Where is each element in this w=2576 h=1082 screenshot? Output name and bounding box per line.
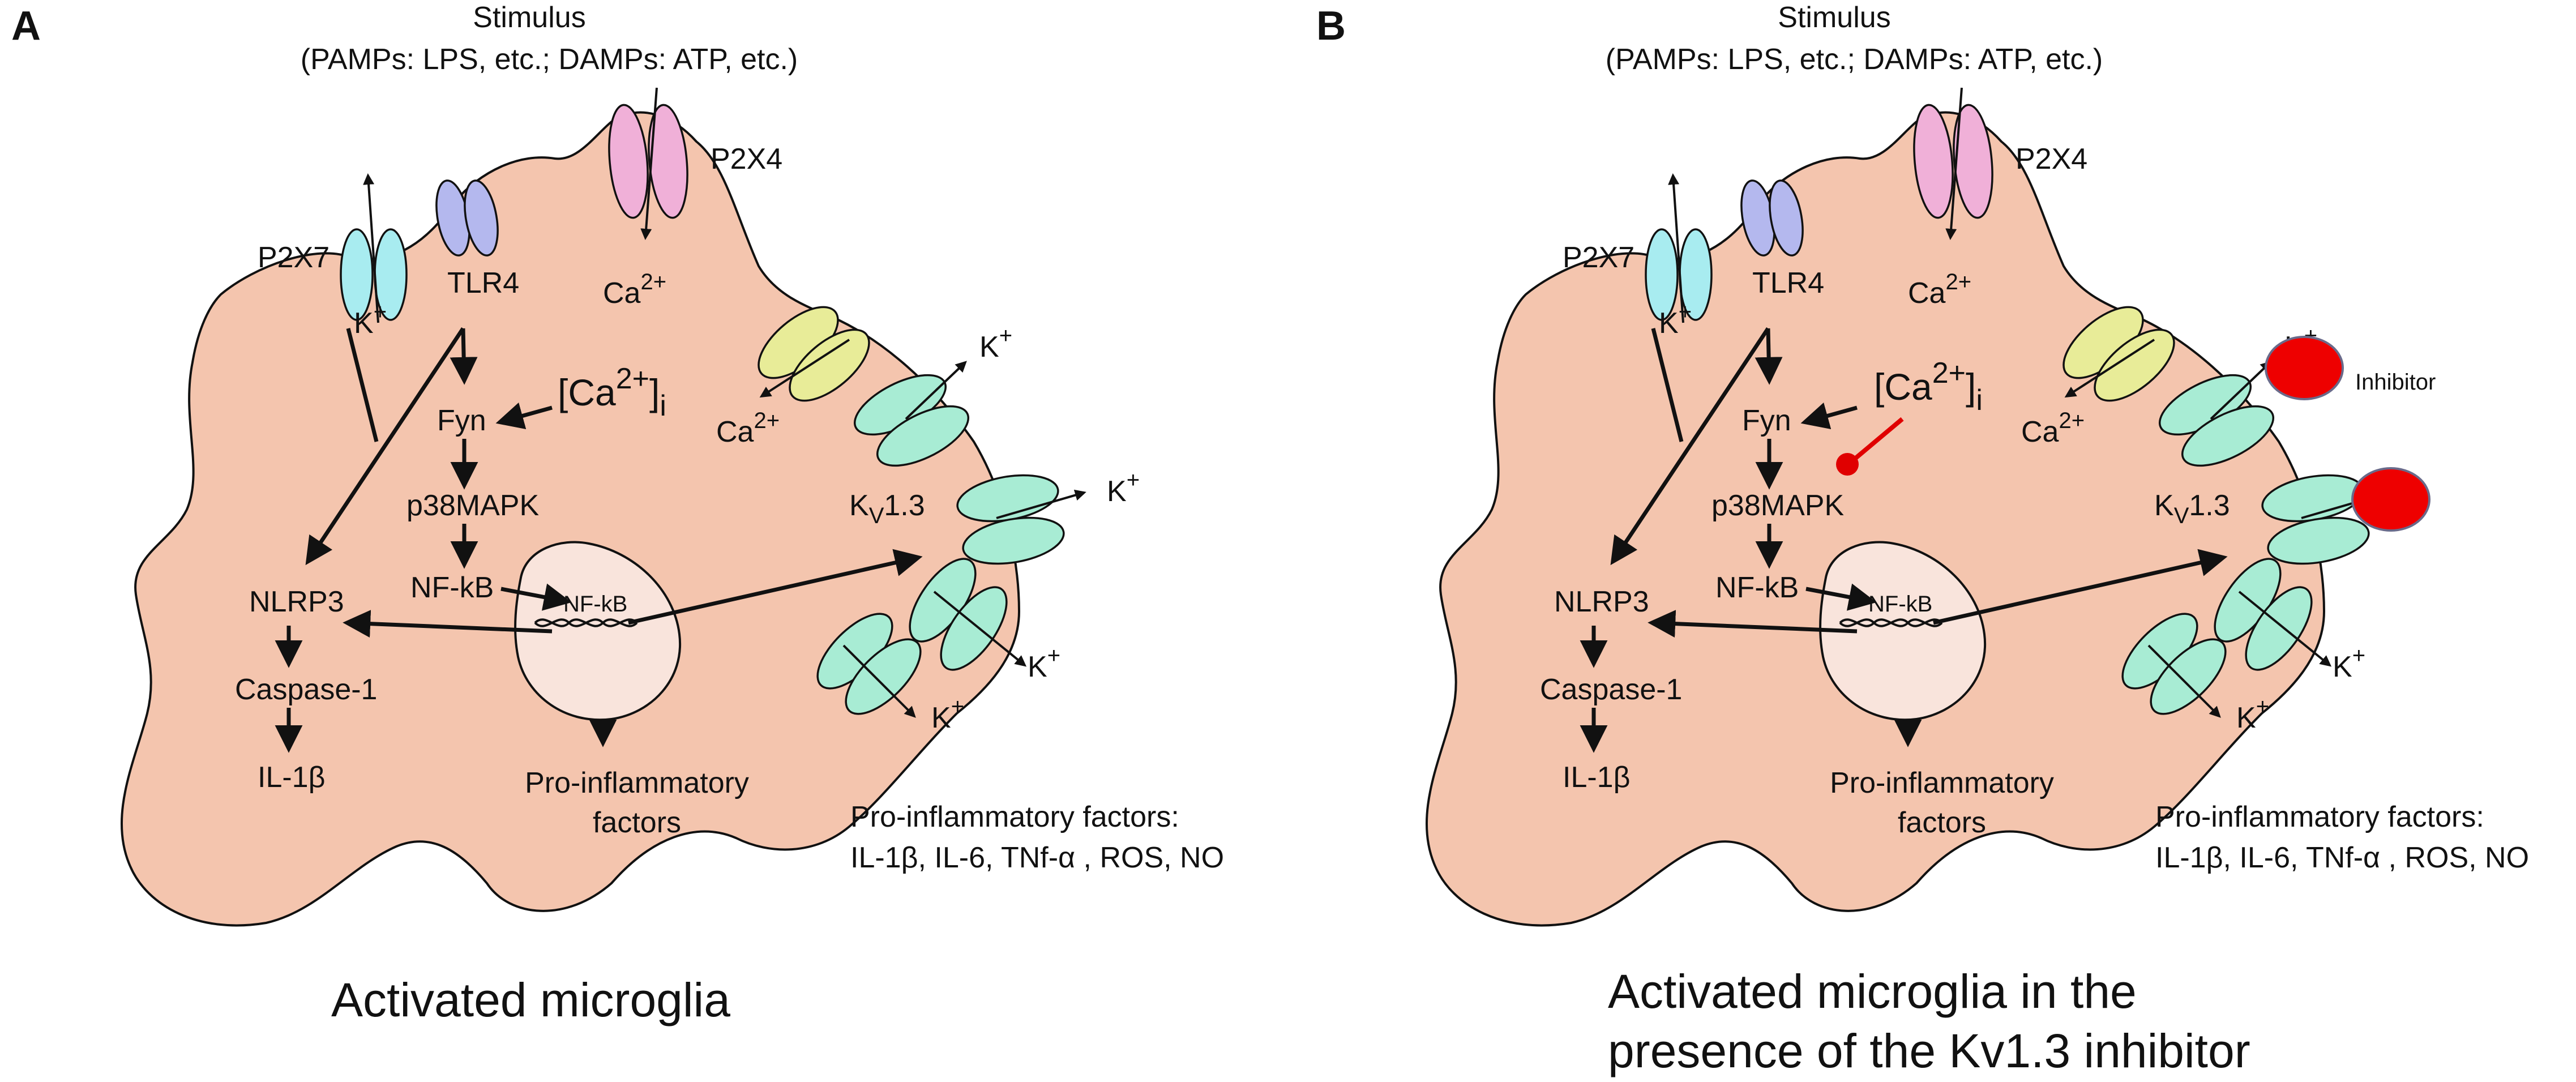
stimulus-label: Stimulus	[1778, 1, 1890, 34]
panel-a: A Stimulus (PAMPs: LPS, etc.; DAMPs: ATP…	[11, 1, 1224, 1027]
ca-influx-channel-label: Ca2+	[716, 408, 780, 448]
nfkb-nucleus-label: NF-kB	[563, 592, 627, 617]
inhibition-end-dot	[1836, 453, 1859, 476]
p38mapk-label: p38MAPK	[406, 489, 539, 522]
factors-list: IL-1β, IL-6, TNf-α , ROS, NO	[850, 841, 1224, 874]
stimulus-detail: (PAMPs: LPS, etc.; DAMPs: ATP, etc.)	[301, 43, 798, 76]
kv13-label: KV1.3	[2154, 489, 2230, 528]
panel-caption: Activated microglia	[331, 973, 730, 1027]
tlr4-label: TLR4	[447, 267, 519, 300]
inhibitor-blob-1	[2265, 336, 2344, 400]
ca-influx-p2x4-label: Ca2+	[603, 270, 666, 310]
caspase1-label: Caspase-1	[1540, 673, 1682, 706]
nfkb-nucleus-label: NF-kB	[1868, 592, 1932, 617]
proinflammatory-label-2: factors	[593, 806, 681, 839]
tlr4-label: TLR4	[1752, 267, 1824, 300]
p2x7-label: P2X7	[258, 241, 330, 274]
fyn-label: Fyn	[437, 404, 486, 437]
factors-title: Pro-inflammatory factors:	[850, 801, 1179, 833]
panel-caption: Activated microglia in the	[1608, 965, 2137, 1018]
intracellular-ca-label: [Ca2+]i	[558, 362, 666, 422]
proinflammatory-label: Pro-inflammatory	[525, 767, 749, 799]
intracellular-ca-label: [Ca2+]i	[1874, 357, 1983, 417]
inhibitor-label: Inhibitor	[2355, 370, 2436, 395]
k-efflux-label-4: K+	[2236, 694, 2269, 734]
proinflammatory-label-2: factors	[1898, 806, 1986, 839]
inhibition-line	[1848, 417, 1904, 465]
k-efflux-label-1: K+	[979, 323, 1012, 363]
stimulus-detail: (PAMPs: LPS, etc.; DAMPs: ATP, etc.)	[1606, 43, 2103, 76]
p2x7-label: P2X7	[1563, 241, 1634, 274]
panel-b: B Stimulus (PAMPs: LPS, etc.; DAMPs: ATP…	[1316, 1, 2529, 1077]
ca-influx-p2x4-label: Ca2+	[1908, 270, 1971, 310]
p2x4-label: P2X4	[711, 143, 782, 176]
factors-title: Pro-inflammatory factors:	[2155, 801, 2484, 833]
il1b-label: IL-1β	[1563, 761, 1631, 794]
inhibitor-blob-2	[2351, 467, 2430, 532]
nfkb-label: NF-kB	[1715, 571, 1799, 604]
k-efflux-label-4: K+	[931, 694, 964, 734]
k-efflux-label-2: K+	[1107, 468, 1140, 508]
nlrp3-label: NLRP3	[249, 585, 344, 618]
p2x4-label: P2X4	[2016, 143, 2087, 176]
panel-b-cell-drawing	[1427, 88, 2389, 925]
stimulus-label: Stimulus	[473, 1, 585, 34]
kv13-label: KV1.3	[849, 489, 925, 528]
il1b-label: IL-1β	[258, 761, 326, 794]
caspase1-label: Caspase-1	[235, 673, 377, 706]
k-efflux-label-3: K+	[1028, 643, 1060, 683]
panel-letter: A	[11, 3, 41, 49]
fyn-label: Fyn	[1742, 404, 1791, 437]
nfkb-label: NF-kB	[410, 571, 494, 604]
panel-a-cell-drawing	[122, 88, 1084, 925]
p38mapk-label: p38MAPK	[1711, 489, 1844, 522]
factors-list: IL-1β, IL-6, TNf-α , ROS, NO	[2155, 841, 2529, 874]
panel-caption-line2: presence of the Kv1.3 inhibitor	[1608, 1024, 2250, 1077]
ca-influx-channel-label: Ca2+	[2021, 408, 2085, 448]
proinflammatory-label: Pro-inflammatory	[1830, 767, 2054, 799]
k-efflux-p2x7-label: K+	[354, 300, 387, 340]
panel-letter: B	[1316, 3, 1346, 49]
k-efflux-label-3: K+	[2333, 643, 2365, 683]
nlrp3-label: NLRP3	[1554, 585, 1649, 618]
k-efflux-p2x7-label: K+	[1659, 300, 1692, 340]
